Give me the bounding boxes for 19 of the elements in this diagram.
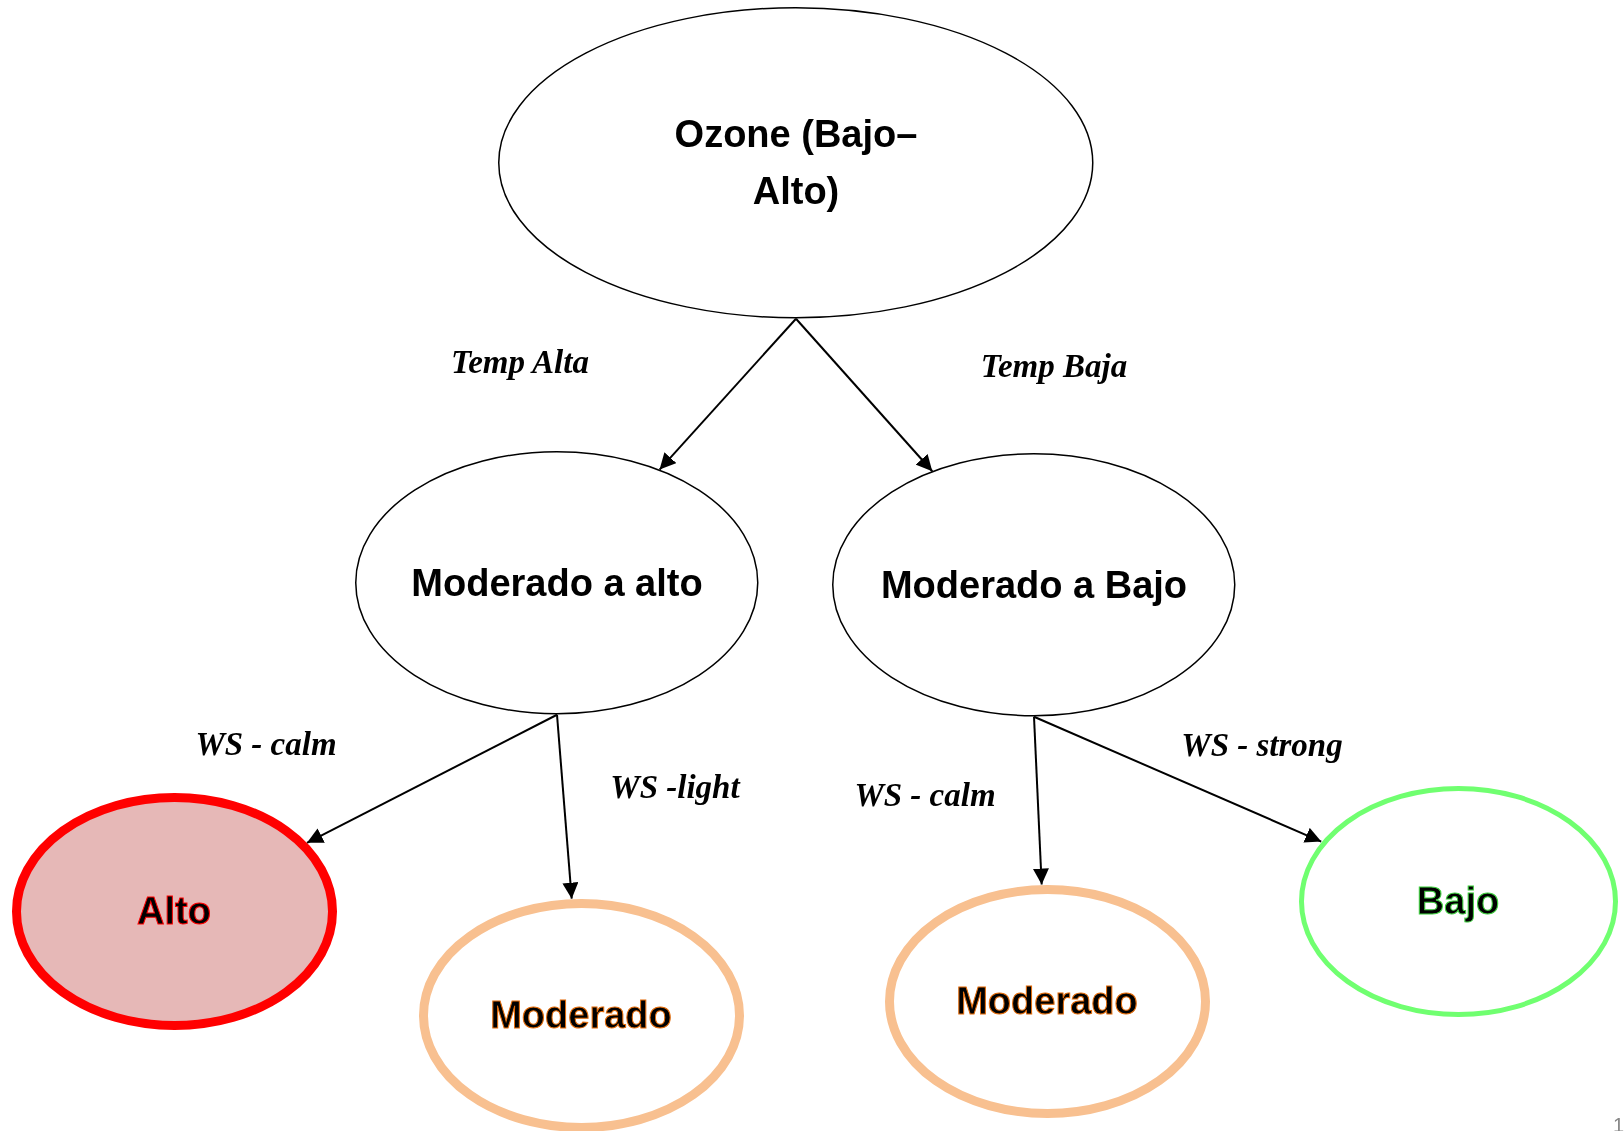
node-label: Alto <box>137 888 211 934</box>
node-label: Moderado a Bajo <box>880 562 1188 608</box>
ellipse-node <box>498 7 1094 319</box>
node-label: Bajo <box>1416 878 1500 924</box>
ellipse-node <box>11 792 337 1030</box>
ellipse-node <box>355 451 759 715</box>
arrow <box>1032 715 1049 886</box>
arrow <box>658 317 797 471</box>
node-label: Moderado <box>490 992 672 1038</box>
ellipse-node <box>1298 785 1618 1017</box>
arrow <box>1033 715 1323 843</box>
node-label: Moderado <box>956 978 1138 1024</box>
ellipse-node <box>884 884 1210 1118</box>
arrow <box>305 713 558 844</box>
node-label: Ozone (Bajo–Alto) <box>673 112 919 214</box>
ellipse-node <box>832 453 1236 717</box>
arrow <box>795 317 934 473</box>
arrow <box>556 713 579 900</box>
node-label: Moderado a alto <box>411 560 703 606</box>
